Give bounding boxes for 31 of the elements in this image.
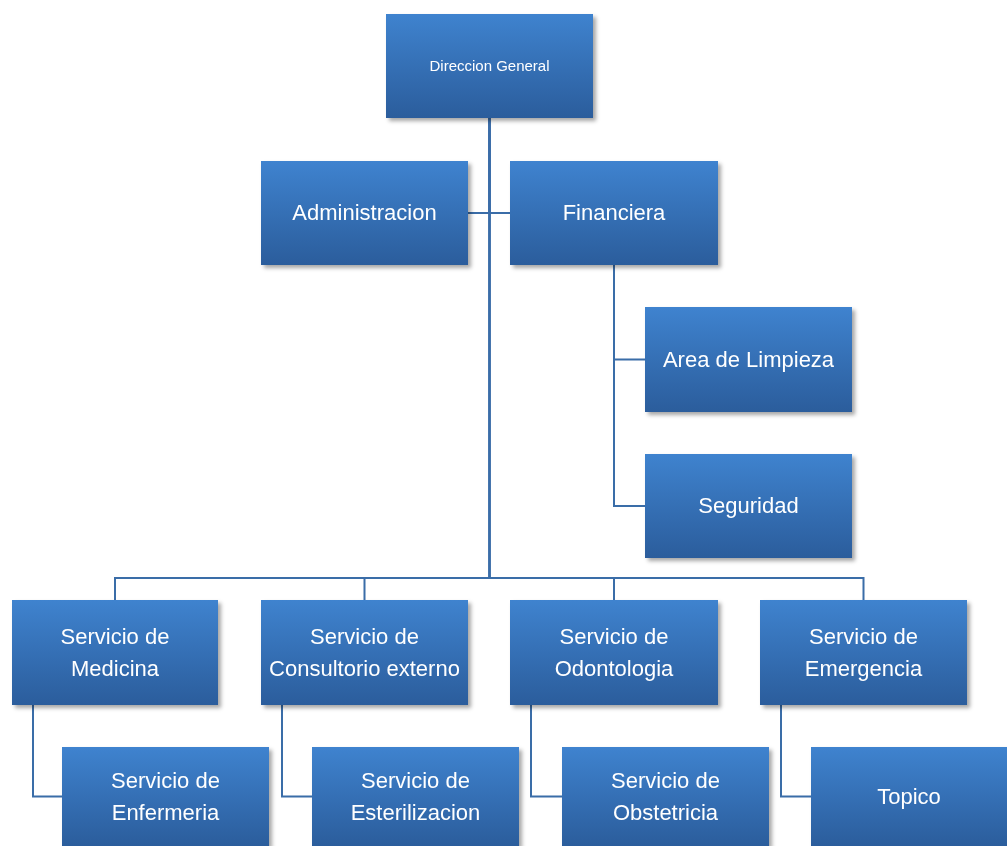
org-unit-box: [510, 600, 718, 705]
connector-line: [613, 264, 646, 507]
unit-name: Servicio de Enfermeria: [110, 766, 221, 827]
unit-name: Direccion General: [429, 56, 550, 76]
unit-name: Servicio de Medicina: [59, 622, 171, 683]
unit-name: Seguridad: [698, 492, 799, 520]
org-unit-box: [312, 747, 519, 846]
org-unit-box: [62, 747, 269, 846]
unit-name: Administracion: [292, 199, 437, 227]
org-unit-box: [386, 14, 593, 118]
unit-name: Servicio de Emergencia: [803, 622, 924, 683]
unit-name: Area de Limpieza: [662, 345, 835, 374]
connector-line: [530, 704, 563, 798]
org-unit-box: [261, 161, 468, 265]
org-unit-box: [12, 600, 218, 705]
connector-line: [32, 704, 63, 798]
org-unit-box: [760, 600, 967, 705]
org-unit-box: [645, 307, 852, 412]
org-unit-box: [261, 600, 468, 705]
unit-name: Servicio de Obstetricia: [610, 766, 721, 827]
unit-name: Financiera: [562, 199, 666, 227]
unit-name: Topico: [877, 782, 941, 811]
connector-line: [281, 704, 313, 798]
connector-line: [780, 704, 812, 798]
unit-name: Servicio de Odontologia: [553, 622, 675, 683]
unit-name: Servicio de Consultorio externo: [269, 622, 460, 683]
unit-name: Servicio de Esterilizacion: [349, 766, 482, 827]
org-unit-box: [562, 747, 769, 846]
org-unit-box: [510, 161, 718, 265]
org-unit-box: [811, 747, 1007, 846]
org-unit-box: [645, 454, 852, 558]
